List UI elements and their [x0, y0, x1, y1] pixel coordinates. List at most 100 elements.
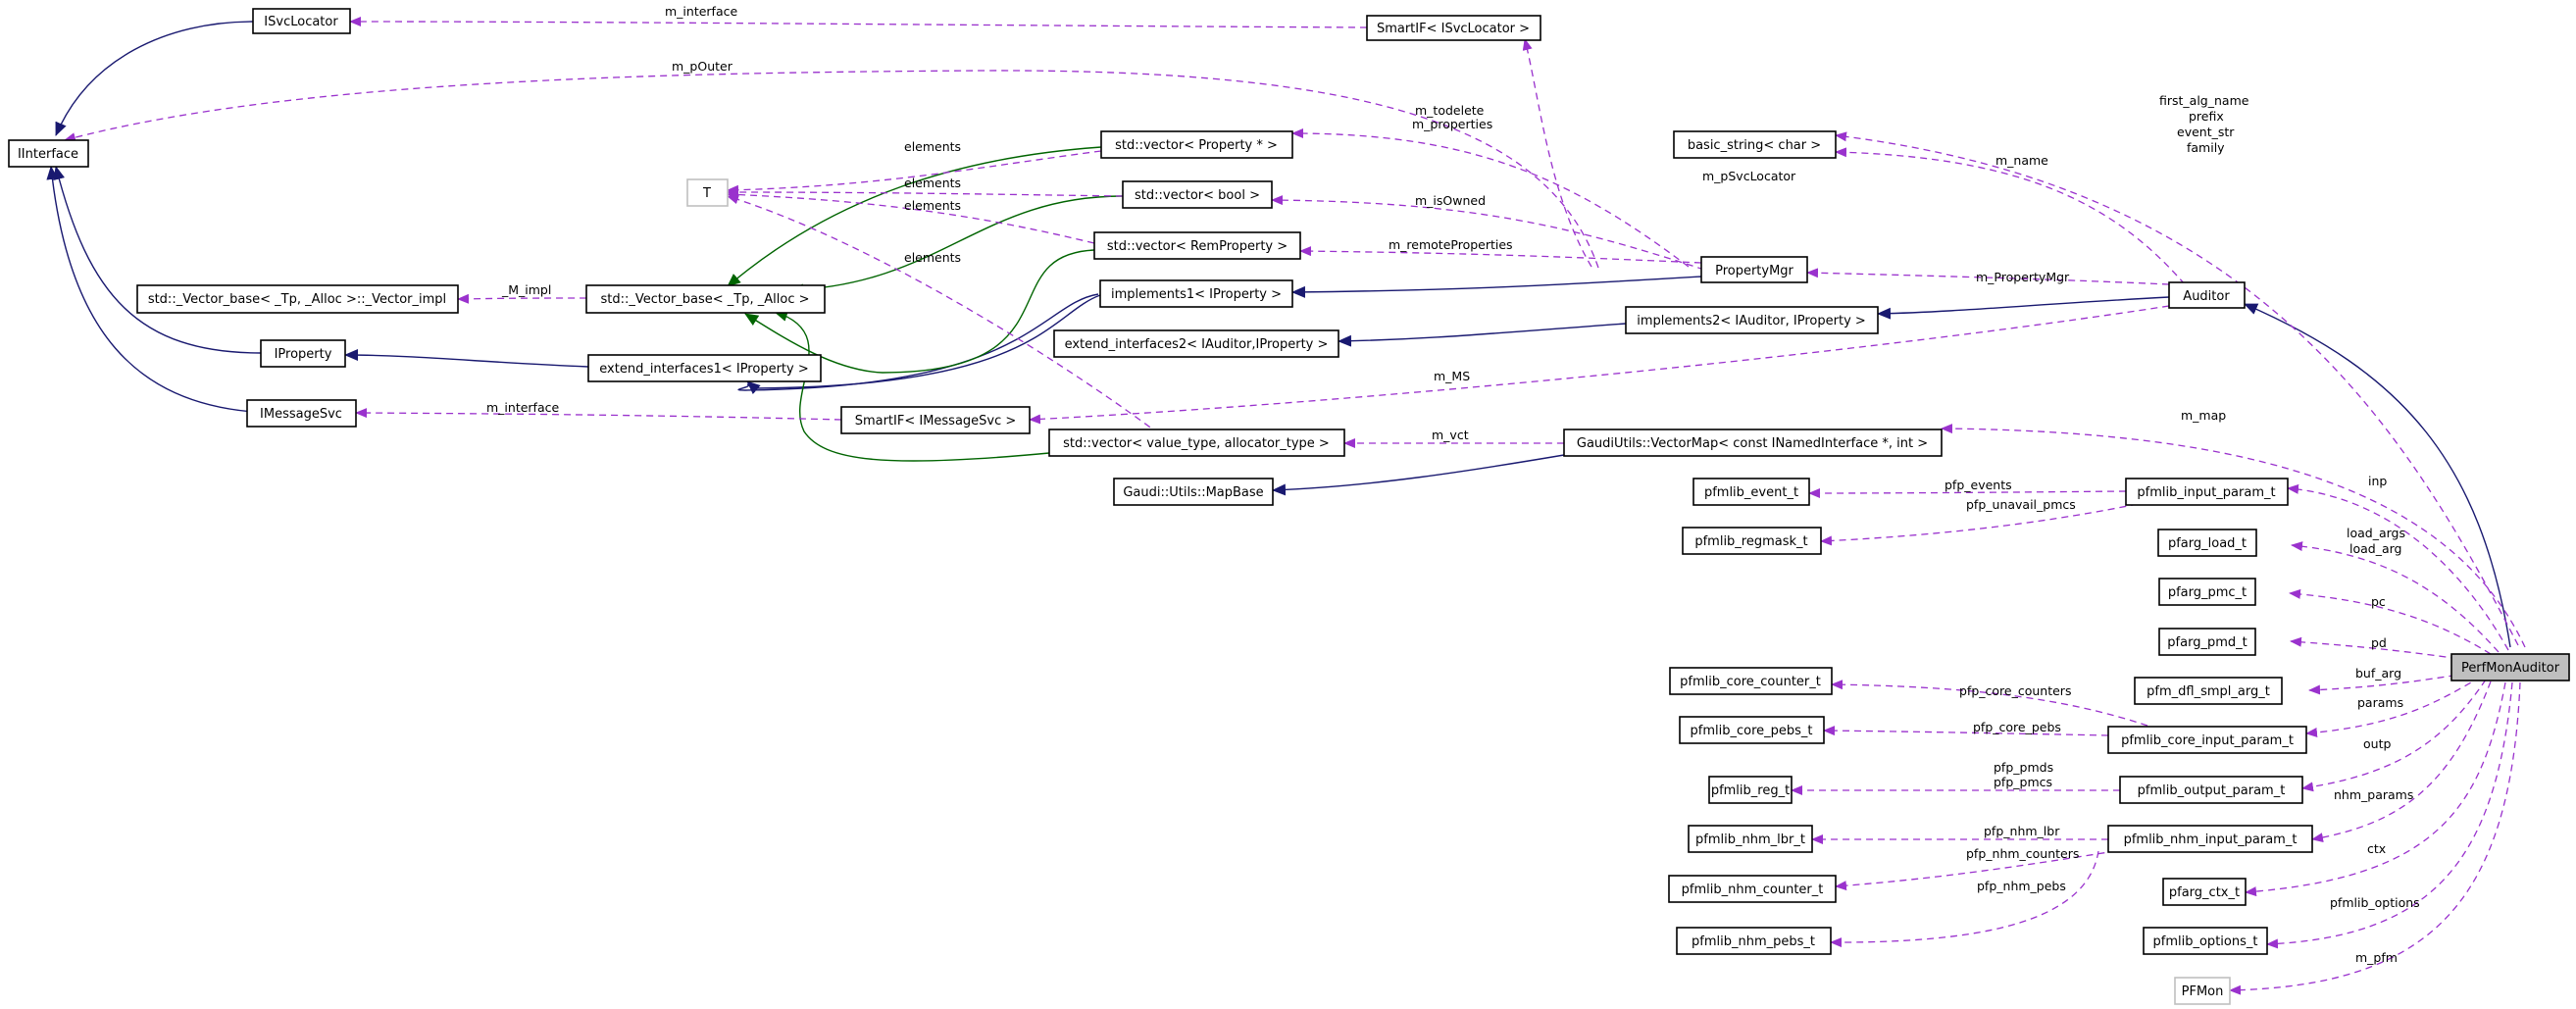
edge-m-ms: m_MS: [1029, 305, 2170, 425]
node-propertymgr[interactable]: PropertyMgr: [1700, 256, 1808, 283]
edge-m-todelete: m_todelete m_properties: [1291, 103, 1690, 268]
svg-text:pfmlib_core_pebs_t: pfmlib_core_pebs_t: [1691, 724, 1813, 738]
node-vector-value-type[interactable]: std::vector< value_type, allocator_type …: [1048, 429, 1345, 457]
node-pfmlib-core-pebs[interactable]: pfmlib_core_pebs_t: [1679, 716, 1825, 744]
svg-text:implements2< IAuditor, IProper: implements2< IAuditor, IProperty >: [1637, 314, 1866, 328]
edge-vecprop-vectorbase: [727, 146, 1102, 287]
svg-text:nhm_params: nhm_params: [2334, 787, 2413, 802]
node-pfmlib-nhm-input-param[interactable]: pfmlib_nhm_input_param_t: [2107, 825, 2313, 853]
node-pfm-dfl-smpl-arg[interactable]: pfm_dfl_smpl_arg_t: [2134, 677, 2283, 705]
svg-text:extend_interfaces1< IProperty: extend_interfaces1< IProperty >: [599, 362, 808, 377]
svg-text:pfp_nhm_pebs: pfp_nhm_pebs: [1977, 879, 2066, 893]
svg-text:m_properties: m_properties: [1412, 117, 1492, 131]
svg-text:inp: inp: [2368, 474, 2387, 488]
svg-text:ctx: ctx: [2367, 841, 2386, 856]
svg-text:m_map: m_map: [2181, 408, 2226, 423]
edge-pc: pc: [2289, 588, 2492, 655]
svg-text:SmartIF< IMessageSvc >: SmartIF< IMessageSvc >: [855, 414, 1017, 429]
node-perfmonauditor[interactable]: PerfMonAuditor: [2450, 653, 2570, 681]
svg-text:event_str: event_str: [2177, 125, 2235, 139]
node-vector-property[interactable]: std::vector< Property * >: [1100, 130, 1293, 159]
svg-text:std::vector< Property * >: std::vector< Property * >: [1115, 138, 1278, 153]
svg-text:Gaudi::Utils::MapBase: Gaudi::Utils::MapBase: [1123, 485, 1263, 500]
svg-text:m_vct: m_vct: [1432, 428, 1469, 442]
svg-text:SmartIF< ISvcLocator >: SmartIF< ISvcLocator >: [1377, 22, 1530, 36]
node-implements1[interactable]: implements1< IProperty >: [1099, 279, 1293, 308]
edge-pfp-nhm-counters: pfp_nhm_counters: [1835, 846, 2129, 891]
node-smartif-isvclocator[interactable]: SmartIF< ISvcLocator >: [1366, 15, 1541, 41]
edge-iproperty-iinterface: [53, 166, 262, 354]
node-t[interactable]: T: [686, 178, 729, 207]
edge-pfp-nhm-pebs: pfp_nhm_pebs: [1830, 850, 2099, 948]
node-pfmlib-nhm-counter[interactable]: pfmlib_nhm_counter_t: [1668, 875, 1837, 903]
svg-text:ISvcLocator: ISvcLocator: [264, 15, 338, 29]
edge-m-propertymgr: m_PropertyMgr: [1806, 268, 2170, 285]
svg-text:pfmlib_options_t: pfmlib_options_t: [2153, 934, 2258, 949]
edge-load-args: load_args load_arg: [2291, 526, 2500, 653]
node-pfmlib-nhm-lbr[interactable]: pfmlib_nhm_lbr_t: [1688, 825, 1813, 853]
node-iinterface[interactable]: IInterface: [8, 139, 89, 168]
node-pfarg-pmd[interactable]: pfarg_pmd_t: [2158, 628, 2256, 656]
node-extend-interfaces1[interactable]: extend_interfaces1< IProperty >: [587, 354, 822, 382]
svg-text:IMessageSvc: IMessageSvc: [260, 407, 342, 422]
node-pfmlib-nhm-pebs[interactable]: pfmlib_nhm_pebs_t: [1676, 927, 1832, 955]
node-pfarg-ctx[interactable]: pfarg_ctx_t: [2162, 878, 2247, 906]
svg-text:m_PropertyMgr: m_PropertyMgr: [1976, 270, 2070, 284]
edge-nhm-params: nhm_params: [2311, 681, 2492, 843]
node-pfmon[interactable]: PFMon: [2174, 977, 2231, 1005]
edge-m-pouter: m_pOuter: [64, 59, 1599, 269]
svg-text:extend_interfaces2< IAuditor,I: extend_interfaces2< IAuditor,IProperty >: [1065, 337, 1329, 352]
edge-pfp-core-pebs: pfp_core_pebs: [1823, 720, 2109, 736]
node-extend-interfaces2[interactable]: extend_interfaces2< IAuditor,IProperty >: [1053, 329, 1339, 358]
svg-text:std::vector< value_type, alloc: std::vector< value_type, allocator_type …: [1063, 436, 1330, 451]
svg-text:params: params: [2357, 695, 2403, 710]
node-pfarg-pmc[interactable]: pfarg_pmc_t: [2158, 578, 2256, 606]
node-auditor[interactable]: Auditor: [2168, 281, 2246, 309]
edge-m-interface-isvc: m_interface: [349, 4, 1368, 28]
svg-text:pfp_pmcs: pfp_pmcs: [1994, 775, 2052, 789]
node-pfmlib-input-param[interactable]: pfmlib_input_param_t: [2125, 478, 2289, 506]
node-vectormap[interactable]: GaudiUtils::VectorMap< const INamedInter…: [1563, 429, 1943, 457]
edge-impl1-extif1: [737, 293, 1101, 395]
svg-text:pfmlib_nhm_pebs_t: pfmlib_nhm_pebs_t: [1692, 934, 1815, 949]
svg-text:pfmlib_event_t: pfmlib_event_t: [1704, 485, 1798, 500]
node-pfmlib-options[interactable]: pfmlib_options_t: [2143, 927, 2268, 955]
node-pfmlib-core-counter[interactable]: pfmlib_core_counter_t: [1669, 667, 1833, 695]
node-pfmlib-event[interactable]: pfmlib_event_t: [1692, 478, 1810, 506]
svg-text:m_MS: m_MS: [1434, 369, 1470, 383]
edge-pfp-nhm-lbr: pfp_nhm_lbr: [1811, 824, 2108, 844]
node-vector-base[interactable]: std::_Vector_base< _Tp, _Alloc >: [585, 284, 826, 314]
edge-vecvalue-vectorbase: [774, 310, 1050, 462]
node-pfmlib-reg[interactable]: pfmlib_reg_t: [1708, 776, 1793, 804]
edge-pfmlib-options: pfmlib_options: [2266, 681, 2513, 949]
node-basic-string[interactable]: basic_string< char >: [1673, 130, 1837, 159]
node-iproperty[interactable]: IProperty: [260, 339, 346, 368]
edge-pfp-unavail-pmcs: pfp_unavail_pmcs: [1820, 497, 2139, 546]
node-pfarg-load[interactable]: pfarg_load_t: [2157, 529, 2257, 557]
svg-text:IInterface: IInterface: [18, 147, 78, 162]
svg-text:pfarg_pmc_t: pfarg_pmc_t: [2168, 585, 2247, 600]
node-pfmlib-regmask[interactable]: pfmlib_regmask_t: [1682, 527, 1822, 555]
node-implements2[interactable]: implements2< IAuditor, IProperty >: [1625, 306, 1879, 334]
svg-text:pfmlib_regmask_t: pfmlib_regmask_t: [1694, 534, 1807, 549]
svg-text:elements: elements: [904, 176, 961, 190]
svg-text:m_isOwned: m_isOwned: [1415, 193, 1486, 208]
edge-m-impl: _M_impl: [457, 282, 587, 304]
svg-text:Auditor: Auditor: [2183, 289, 2230, 304]
node-pfmlib-output-param[interactable]: pfmlib_output_param_t: [2119, 776, 2303, 804]
node-smartif-imessagesvc[interactable]: SmartIF< IMessageSvc >: [840, 406, 1031, 434]
edge-m-interface-msg: m_interface: [355, 400, 842, 421]
edge-ctx: ctx: [2245, 681, 2506, 897]
node-mapbase[interactable]: Gaudi::Utils::MapBase: [1113, 478, 1274, 506]
node-pfmlib-core-input-param[interactable]: pfmlib_core_input_param_t: [2107, 726, 2307, 754]
node-imessagesvc[interactable]: IMessageSvc: [246, 399, 357, 428]
node-vector-remproperty[interactable]: std::vector< RemProperty >: [1093, 231, 1301, 260]
svg-text:basic_string< char >: basic_string< char >: [1688, 138, 1821, 153]
svg-text:elements: elements: [904, 198, 961, 213]
node-isvclocator[interactable]: ISvcLocator: [252, 8, 351, 34]
edge-propmgr-impl1: [1291, 276, 1702, 298]
edge-params: params: [2305, 676, 2482, 737]
node-vector-bool[interactable]: std::vector< bool >: [1122, 180, 1273, 209]
svg-text:m_remoteProperties: m_remoteProperties: [1389, 237, 1513, 252]
node-vector-impl[interactable]: std::_Vector_base< _Tp, _Alloc >::_Vecto…: [136, 284, 459, 314]
